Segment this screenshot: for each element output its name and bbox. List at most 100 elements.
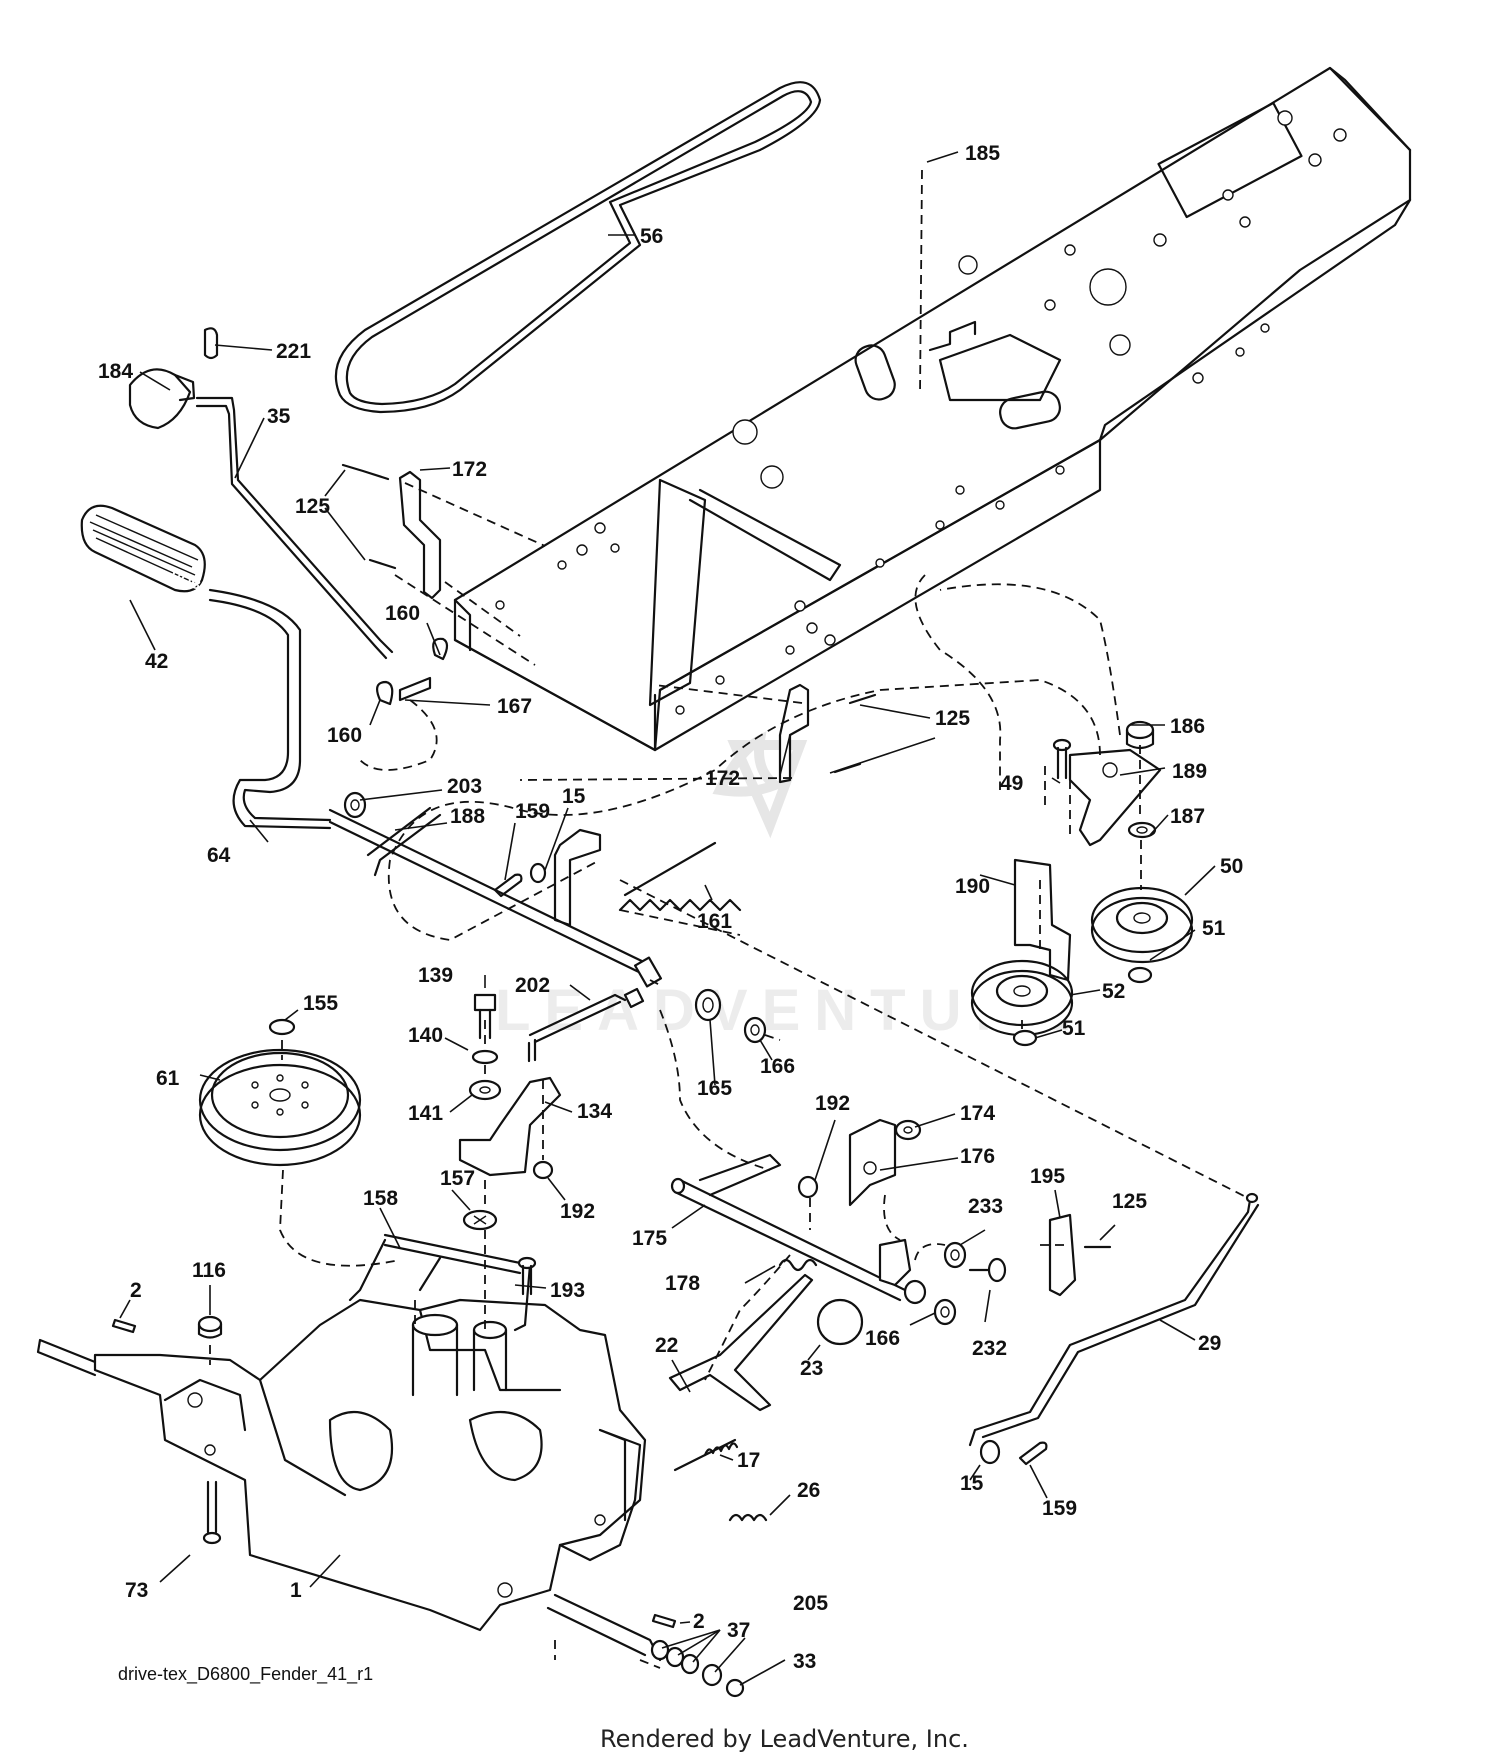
- callout-29: 29: [1198, 1332, 1221, 1355]
- callout-195: 195: [1030, 1165, 1065, 1188]
- callout-37: 37: [727, 1619, 750, 1642]
- callout-161: 161: [697, 910, 732, 933]
- callout-116: 116: [192, 1259, 226, 1282]
- render-credit: Rendered by LeadVenture, Inc.: [600, 1725, 969, 1753]
- callout-189: 189: [1172, 760, 1207, 783]
- callout-159-upper: 159: [515, 800, 550, 823]
- callout-35: 35: [267, 405, 291, 428]
- callout-labels: 185 56 221 184 35 172 125 42 160 160 167…: [98, 142, 1243, 1673]
- callout-125-mid: 125: [935, 707, 970, 730]
- nut-192a: [797, 1175, 819, 1199]
- callout-188: 188: [450, 805, 485, 828]
- diagram-caption: drive-tex_D6800_Fender_41_r1: [118, 1664, 373, 1685]
- tractor-frame: [453, 66, 1412, 752]
- callout-140: 140: [408, 1024, 443, 1047]
- clips-160-167: [375, 637, 449, 706]
- callout-187: 187: [1170, 805, 1205, 828]
- idler-bracket-189: [1068, 748, 1162, 847]
- pulley-61: [198, 1048, 362, 1167]
- washer-187: [1127, 821, 1157, 839]
- spring-26: [728, 1513, 768, 1522]
- callout-23: 23: [800, 1357, 823, 1380]
- callout-186: 186: [1170, 715, 1205, 738]
- snap-ring-155: [268, 1018, 296, 1036]
- control-rod-35: [195, 396, 394, 660]
- callout-125-lower: 125: [1112, 1190, 1147, 1213]
- callout-141: 141: [408, 1102, 443, 1125]
- callout-56: 56: [640, 225, 663, 248]
- shift-lever-22: [668, 1273, 814, 1412]
- rod-29: [968, 1192, 1260, 1447]
- callout-26: 26: [797, 1479, 820, 1502]
- callout-192-right: 192: [815, 1092, 850, 1115]
- bolt-73: [202, 1480, 222, 1545]
- callout-155: 155: [303, 992, 338, 1015]
- pedal-pad-42: BOB: [80, 504, 206, 593]
- callout-2-upper: 2: [130, 1279, 142, 1302]
- callout-160-upper: 160: [385, 602, 420, 625]
- washer-166b: [933, 1298, 957, 1326]
- leader-lines: [119, 151, 1216, 1686]
- callout-193: 193: [550, 1279, 585, 1302]
- callout-49: 49: [1000, 772, 1023, 795]
- callout-233: 233: [968, 1195, 1003, 1218]
- callout-167: 167: [497, 695, 532, 718]
- assembly-lines: [209, 169, 1249, 1669]
- callout-61: 61: [156, 1067, 180, 1090]
- bracket-190: [1013, 858, 1072, 982]
- washers-37-205-33: [650, 1639, 745, 1698]
- brackets-172: [398, 470, 810, 784]
- callout-172-upper: 172: [452, 458, 487, 481]
- callout-64: 64: [207, 844, 231, 867]
- callout-134: 134: [577, 1100, 612, 1123]
- bracket-134: [458, 1076, 562, 1177]
- callout-15-lower: 15: [960, 1472, 984, 1495]
- callout-157: 157: [440, 1167, 475, 1190]
- callout-178: 178: [665, 1272, 700, 1295]
- bracket-158: [348, 1233, 532, 1332]
- washer-174: [894, 1119, 922, 1141]
- bracket-195: [1048, 1213, 1077, 1297]
- nut-192b: [532, 1160, 554, 1180]
- pin-159-washer-15: [493, 862, 1048, 1466]
- callout-202: 202: [515, 974, 550, 997]
- callout-192-left: 192: [560, 1200, 595, 1223]
- callout-232: 232: [972, 1337, 1007, 1360]
- washer-203: [343, 791, 367, 819]
- callout-15-upper: 15: [562, 785, 586, 808]
- callout-33: 33: [793, 1650, 816, 1673]
- callout-1: 1: [290, 1579, 302, 1602]
- rod-202: [527, 987, 645, 1063]
- spring-161: [618, 841, 742, 912]
- bolt-232: [968, 1257, 1007, 1283]
- pulley-50: [1090, 886, 1194, 964]
- drive-belt: [334, 81, 822, 414]
- bolt-193: [517, 1256, 537, 1296]
- callout-159-lower: 159: [1042, 1497, 1077, 1520]
- callout-205: 205: [793, 1592, 828, 1615]
- callout-184: 184: [98, 360, 133, 383]
- brake-cross-shaft-188: [328, 806, 663, 988]
- keys-2: [111, 1318, 677, 1629]
- washer-233: [943, 1241, 967, 1269]
- bushing-186: [1125, 720, 1155, 750]
- lever-bracket: [553, 828, 602, 927]
- callout-52: 52: [1102, 980, 1125, 1003]
- pivot-bracket: [878, 1238, 927, 1305]
- callout-174: 174: [960, 1102, 995, 1125]
- bushing-165: [694, 988, 722, 1022]
- nuts-51: [1012, 966, 1153, 1047]
- washers-140-141: [468, 1049, 502, 1101]
- cap-23: [816, 1298, 864, 1346]
- callout-51-lower: 51: [1062, 1017, 1086, 1040]
- callout-160-lower: 160: [327, 724, 362, 747]
- nut-116: [197, 1315, 223, 1339]
- callout-50: 50: [1220, 855, 1243, 878]
- callout-221: 221: [276, 340, 311, 363]
- callout-158: 158: [363, 1187, 398, 1210]
- callout-125-upper: 125: [295, 495, 330, 518]
- callout-190: 190: [955, 875, 990, 898]
- transaxle-1: [36, 1298, 662, 1662]
- callout-166-upper: 166: [760, 1055, 795, 1078]
